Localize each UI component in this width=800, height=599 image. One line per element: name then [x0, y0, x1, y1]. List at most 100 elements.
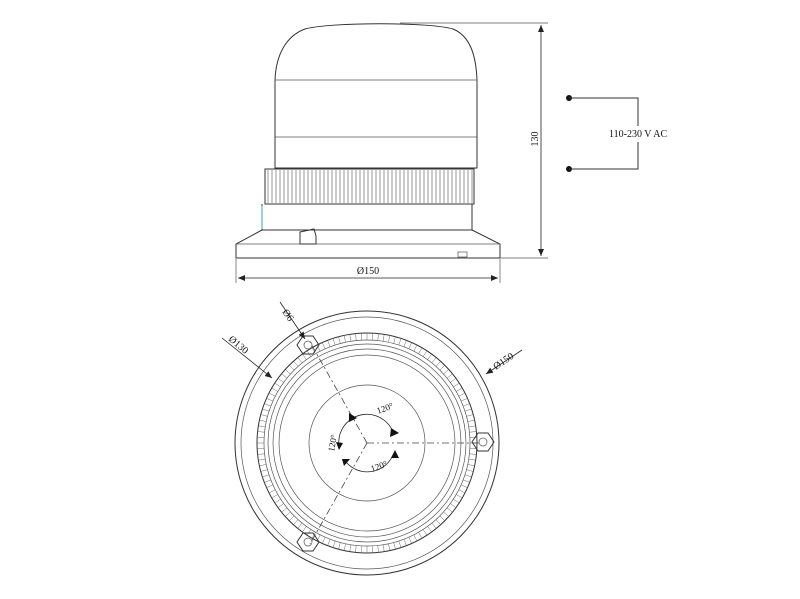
ring-tick [272, 388, 278, 392]
ring-tick [461, 485, 467, 488]
ring-tick [289, 365, 294, 370]
collar-outline [262, 204, 472, 230]
height-label: 130 [530, 132, 541, 147]
ring-tick [275, 499, 281, 503]
ring-tick [293, 520, 298, 525]
lock-tab [300, 229, 316, 244]
ring-tick [262, 475, 269, 477]
ring-tick [262, 409, 269, 411]
ring-tick [447, 374, 452, 378]
ring-tick [333, 541, 335, 548]
ring-tick [432, 358, 436, 363]
ring-tick [378, 545, 379, 552]
angle-label-1: 120° [375, 400, 395, 415]
ring-tick [394, 337, 396, 344]
ring-tick [453, 499, 459, 503]
wire-path [569, 98, 638, 126]
ring-tick [322, 343, 325, 349]
ring-tick [350, 545, 351, 552]
ring-tick [285, 512, 290, 517]
ring-tick [259, 420, 266, 421]
ring-tick [456, 388, 462, 392]
ring-tick [261, 470, 268, 472]
ring-tick [261, 415, 268, 417]
ring-tick [453, 383, 459, 387]
ring-tick [450, 504, 456, 508]
ring-tick [428, 526, 432, 532]
ring-tick [328, 340, 331, 347]
ring-tick [414, 345, 417, 351]
ring-tick [378, 334, 379, 341]
ring-tick [459, 393, 465, 396]
ring-tick [469, 432, 476, 433]
ribbed-ring [265, 169, 474, 204]
dome-outline [275, 24, 477, 168]
top-view: 120° 120° 120° Ø6 Ø130 Ø150 [222, 302, 522, 575]
ring-tick [399, 338, 401, 345]
ring-tick [259, 464, 266, 465]
ring-tick [285, 369, 290, 374]
ring-tick [328, 539, 331, 546]
ring-tick [404, 539, 407, 546]
ring-tick [282, 508, 287, 512]
ring-tick [356, 334, 357, 341]
ring-tick [282, 374, 287, 378]
ring-tick [399, 541, 401, 548]
ring-tick [456, 495, 462, 499]
ring-tick [465, 409, 472, 411]
ring-tick [414, 535, 417, 541]
ring-tick [440, 516, 445, 521]
angle-arc-2 [339, 418, 353, 446]
ring-tick [447, 508, 452, 512]
ring-tick [394, 542, 396, 549]
ring-tick [409, 537, 412, 543]
ring-tick [428, 354, 432, 360]
ring-tick [465, 475, 472, 477]
ring-tick [258, 432, 265, 433]
ring-tick [258, 459, 265, 460]
ring-tick [356, 545, 357, 552]
ring-tick [450, 378, 456, 382]
ring-tick [264, 404, 271, 407]
ring-tick [419, 532, 423, 538]
ring-tick [339, 337, 341, 344]
voltage-label: 110-230 V AC [609, 129, 667, 140]
ring-tick [466, 415, 473, 417]
ring-tick [307, 529, 311, 535]
ring-tick [419, 348, 423, 354]
ring-tick [469, 426, 476, 427]
ring-tick [436, 361, 441, 366]
ring-tick [333, 338, 335, 345]
ring-tick [468, 420, 475, 421]
ring-tick [466, 470, 473, 472]
ring-tick [293, 361, 298, 366]
ring-tick [350, 334, 351, 341]
ring-tick [404, 340, 407, 347]
ring-tick [344, 335, 345, 342]
ring-tick [278, 504, 284, 508]
ring-tick [322, 537, 325, 543]
ring-tick [298, 523, 302, 528]
ring-tick [423, 529, 427, 535]
ring-tick [339, 542, 341, 549]
ring-tick [383, 545, 384, 552]
ring-tick [298, 358, 302, 363]
drain-slot [458, 252, 467, 257]
ring-tick [444, 512, 449, 517]
ring-tick [440, 365, 445, 370]
wiring-diagram: 110-230 V AC [566, 95, 667, 172]
ring-tick [269, 490, 275, 493]
side-view: 130 Ø150 [236, 23, 548, 283]
ring-tick [289, 516, 294, 521]
ring-tick [432, 523, 436, 528]
ring-tick [344, 544, 345, 551]
ring-tick [258, 426, 265, 427]
base-diameter-label-top: Ø150 [492, 351, 517, 373]
ring-tick [302, 354, 306, 360]
ring-tick [409, 343, 412, 349]
ring-tick [388, 544, 389, 551]
ring-tick [275, 383, 281, 387]
base-width-label: Ø150 [357, 266, 379, 277]
ring-tick [463, 480, 470, 483]
